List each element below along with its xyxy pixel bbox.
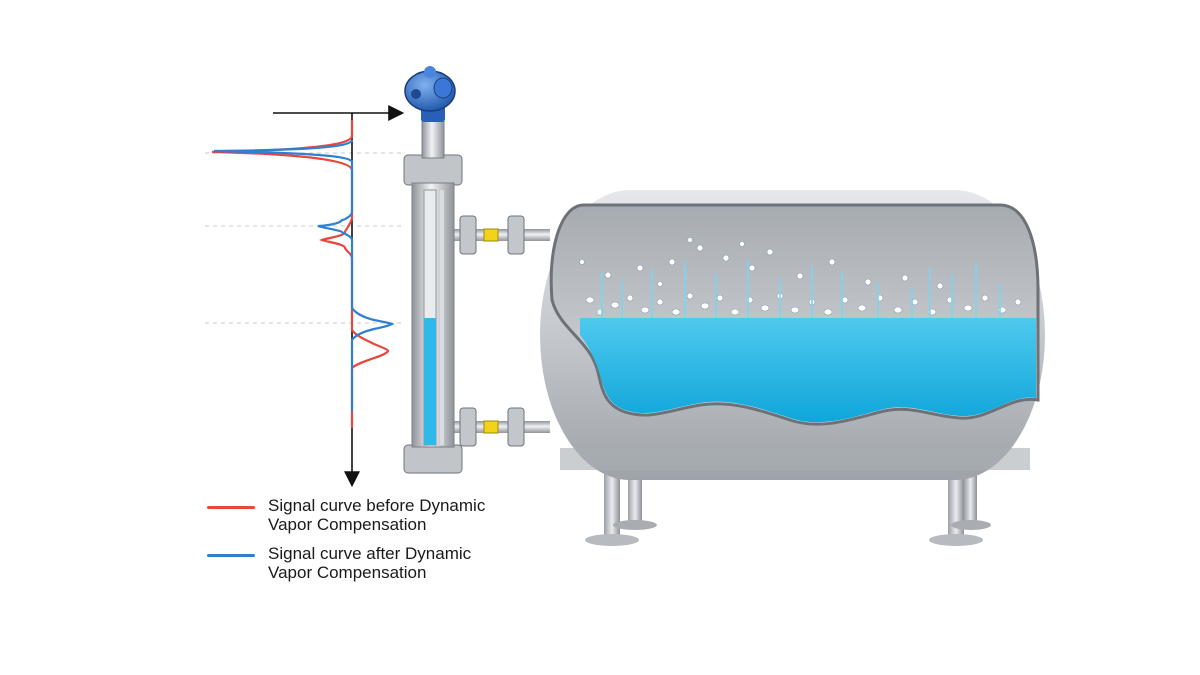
reference-lines [205, 152, 404, 324]
vapor-bubbles [579, 237, 1022, 316]
vapor-jets [601, 260, 1001, 318]
upper-valve-accent [483, 228, 499, 242]
legend-label-before: Signal curve before Dynamic Vapor Compen… [268, 496, 485, 534]
legend-before-line2: Vapor Compensation [268, 515, 427, 534]
liquid-surface [580, 318, 1036, 423]
legend-after-line2: Vapor Compensation [268, 563, 427, 582]
legend-after-line1: Signal curve after Dynamic [268, 544, 472, 563]
gauge-liquid-column [424, 318, 436, 445]
vessel [540, 190, 1045, 546]
legend-swatch-after [207, 554, 255, 557]
lower-valve-accent [483, 420, 499, 434]
level-gauge-chamber [403, 119, 463, 474]
legend-swatch-before [207, 506, 255, 509]
legend-before-line1: Signal curve before Dynamic [268, 496, 486, 515]
transmitter-head [404, 66, 456, 122]
legend-item-after: Signal curve after Dynamic Vapor Compens… [207, 544, 547, 592]
signal-curve-after [213, 139, 395, 412]
legend-label-after: Signal curve after Dynamic Vapor Compens… [268, 544, 471, 582]
legend: Signal curve before Dynamic Vapor Compen… [207, 496, 547, 592]
legend-item-before: Signal curve before Dynamic Vapor Compen… [207, 496, 547, 544]
signal-curve-before [211, 120, 390, 428]
probe-neck [421, 119, 445, 159]
process-connections [446, 215, 550, 447]
